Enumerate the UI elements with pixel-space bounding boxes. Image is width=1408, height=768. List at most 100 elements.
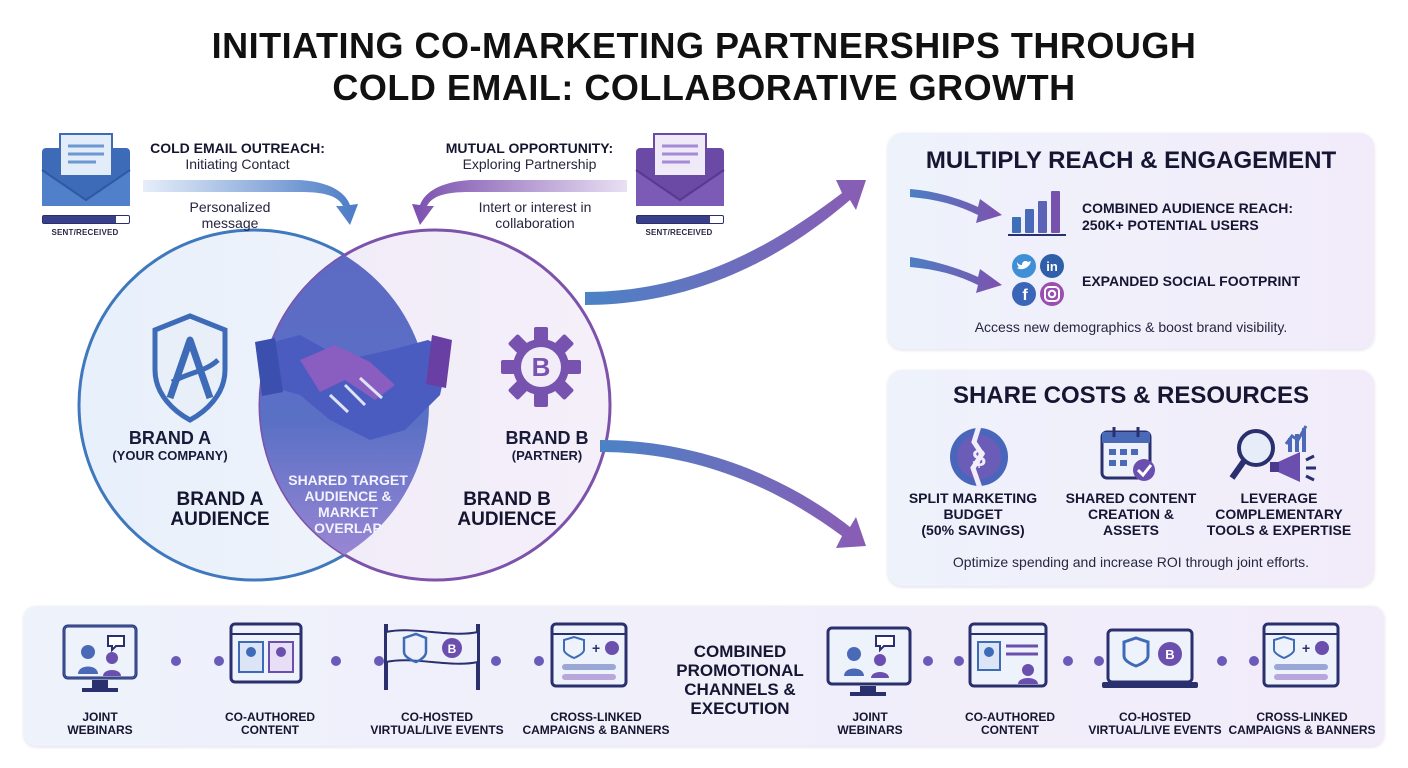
mutual-arrow <box>412 180 627 225</box>
channel-4-label-line-2: CAMPAIGNS & BANNERS <box>522 723 670 737</box>
mutual-note-line-2: collaboration <box>495 215 575 231</box>
arrow-to-costs-panel <box>600 440 866 548</box>
split-coin-icon: $ <box>950 425 1008 489</box>
channel-2-icon <box>229 622 303 684</box>
mutual-progress-fill <box>637 216 711 223</box>
channel-7-label-line-1: CO-HOSTED <box>1119 710 1191 724</box>
channel-2-label-line-1: CO-AUTHORED <box>225 710 315 724</box>
channel-6-label-line-2: CONTENT <box>981 723 1039 737</box>
channel-8-label-line-2: CAMPAIGNS & BANNERS <box>1228 723 1376 737</box>
costs-footer: Optimize spending and increase ROI throu… <box>952 554 1310 570</box>
shared-audience-line-2: AUDIENCE & <box>304 488 392 504</box>
outreach-progress-fill <box>43 216 117 223</box>
page-title-line-2: COLD EMAIL: COLLABORATIVE GROWTH <box>332 67 1076 108</box>
cost-item-2-line-2: CREATION & <box>1087 506 1175 522</box>
shared-audience-line-1: SHARED TARGET <box>288 472 408 488</box>
brand-a-shield-icon <box>152 313 228 423</box>
outreach-note-line-1: Personalized <box>189 199 271 215</box>
mutual-progress-bar <box>636 215 724 224</box>
channel-5-label-line-2: WEBINARS <box>837 723 903 737</box>
channel-5-icon <box>826 626 912 696</box>
channel-3-label-line-1: CO-HOSTED <box>401 710 473 724</box>
reach-item-1-line-2: 250K+ POTENTIAL USERS <box>1082 217 1259 233</box>
channel-7-label-line-2: VIRTUAL/LIVE EVENTS <box>1088 723 1222 737</box>
envelope-b-icon <box>635 133 725 206</box>
channel-3-label-line-2: VIRTUAL/LIVE EVENTS <box>370 723 504 737</box>
channel-4-label-line-1: CROSS-LINKED <box>550 710 642 724</box>
costs-panel: SHARE COSTS & RESOURCES $ <box>888 370 1374 586</box>
channel-2-label-line-2: CONTENT <box>241 723 299 737</box>
channels-center-line-3: CHANNELS & <box>684 680 796 699</box>
mutual-subheading: Exploring Partnership <box>462 156 597 172</box>
reach-item-2: EXPANDED SOCIAL FOOTPRINT <box>1082 273 1301 289</box>
channel-3-icon: B <box>384 624 480 690</box>
channel-1-label-line-2: WEBINARS <box>67 723 133 737</box>
overlap-region <box>260 230 429 580</box>
mutual-status-label: SENT/RECEIVED <box>645 228 713 237</box>
channel-7-icon: B <box>1102 628 1198 688</box>
envelope-a-icon <box>41 133 131 206</box>
svg-text:$: $ <box>972 445 986 472</box>
costs-panel-title: SHARE COSTS & RESOURCES <box>952 382 1310 409</box>
svg-text:+: + <box>1302 640 1310 656</box>
channels-center-line-2: PROMOTIONAL <box>676 661 804 680</box>
cost-item-1-line-2: BUDGET <box>943 506 1003 522</box>
brand-a-audience-line-1: BRAND A <box>176 489 264 510</box>
brand-a-audience-line-2: AUDIENCE <box>170 509 270 530</box>
reach-panel-title: MULTIPLY REACH & ENGAGEMENT <box>925 147 1337 174</box>
facebook-icon: f <box>1012 282 1036 306</box>
outreach-note-line-2: message <box>201 215 259 231</box>
svg-text:+: + <box>592 640 600 656</box>
channel-1-label-line-1: JOINT <box>82 710 118 724</box>
brand-b-sublabel: (PARTNER) <box>511 448 583 463</box>
channels-center-line-4: EXECUTION <box>690 699 790 718</box>
brand-a-label: BRAND A <box>128 428 212 448</box>
outreach-arrow <box>143 180 358 225</box>
cost-item-3-line-3: TOOLS & EXPERTISE <box>1206 522 1352 538</box>
brand-b-gear-icon: B <box>501 327 581 407</box>
reach-panel: MULTIPLY REACH & ENGAGEMENT COMBINED AUD… <box>888 133 1374 349</box>
outreach-subheading: Initiating Contact <box>185 156 290 172</box>
brand-a-sublabel: (YOUR COMPANY) <box>112 448 228 463</box>
outreach-status-label: SENT/RECEIVED <box>51 228 119 237</box>
mutual-heading: MUTUAL OPPORTUNITY: <box>445 140 614 156</box>
instagram-icon <box>1040 282 1064 306</box>
shared-audience-line-4: OVERLAP <box>314 520 382 536</box>
svg-text:in: in <box>1046 259 1058 274</box>
svg-text:f: f <box>1022 287 1028 304</box>
brand-b-label: BRAND B <box>505 428 589 448</box>
calendar-check-icon <box>1100 427 1155 481</box>
channels-connector-graphic: B + <box>62 622 1340 696</box>
shared-audience-line-3: MARKET <box>318 504 378 520</box>
magnifier-megaphone-icon <box>1229 425 1316 482</box>
reach-footer: Access new demographics & boost brand vi… <box>974 319 1288 335</box>
cost-item-1-line-1: SPLIT MARKETING <box>908 490 1038 506</box>
svg-text:B: B <box>448 642 457 656</box>
channels-center-line-1: COMBINED <box>693 642 787 661</box>
page-title-line-1: INITIATING CO-MARKETING PARTNERSHIPS THR… <box>211 25 1197 66</box>
mutual-note-line-1: Intert or interest in <box>478 199 592 215</box>
brand-b-audience-line-2: AUDIENCE <box>457 509 557 530</box>
cost-item-2-line-3: ASSETS <box>1102 522 1159 538</box>
channel-6-label-line-1: CO-AUTHORED <box>965 710 1055 724</box>
channel-8-label-line-1: CROSS-LINKED <box>1256 710 1348 724</box>
channel-1-icon <box>62 624 138 692</box>
reach-item-1-line-1: COMBINED AUDIENCE REACH: <box>1082 200 1294 216</box>
linkedin-icon: in <box>1040 254 1064 278</box>
cost-item-3-line-2: COMPLEMENTARY <box>1215 506 1343 522</box>
channel-6-icon <box>968 622 1048 688</box>
reach-arrows-graphic <box>910 189 1002 293</box>
cost-item-2-line-1: SHARED CONTENT <box>1065 490 1197 506</box>
social-icons-cluster: in f <box>1012 254 1064 306</box>
channel-4-icon: + <box>550 622 628 688</box>
channel-5-label-line-1: JOINT <box>852 710 888 724</box>
cost-item-3-line-1: LEVERAGE <box>1240 490 1318 506</box>
handshake-icon <box>255 335 452 440</box>
svg-text:B: B <box>532 352 551 382</box>
twitter-icon <box>1012 254 1036 278</box>
outreach-heading: COLD EMAIL OUTREACH: <box>150 140 325 156</box>
brand-b-audience-line-1: BRAND B <box>463 489 551 510</box>
channel-8-icon: + <box>1262 622 1340 688</box>
cost-item-1-line-3: (50% SAVINGS) <box>921 522 1025 538</box>
